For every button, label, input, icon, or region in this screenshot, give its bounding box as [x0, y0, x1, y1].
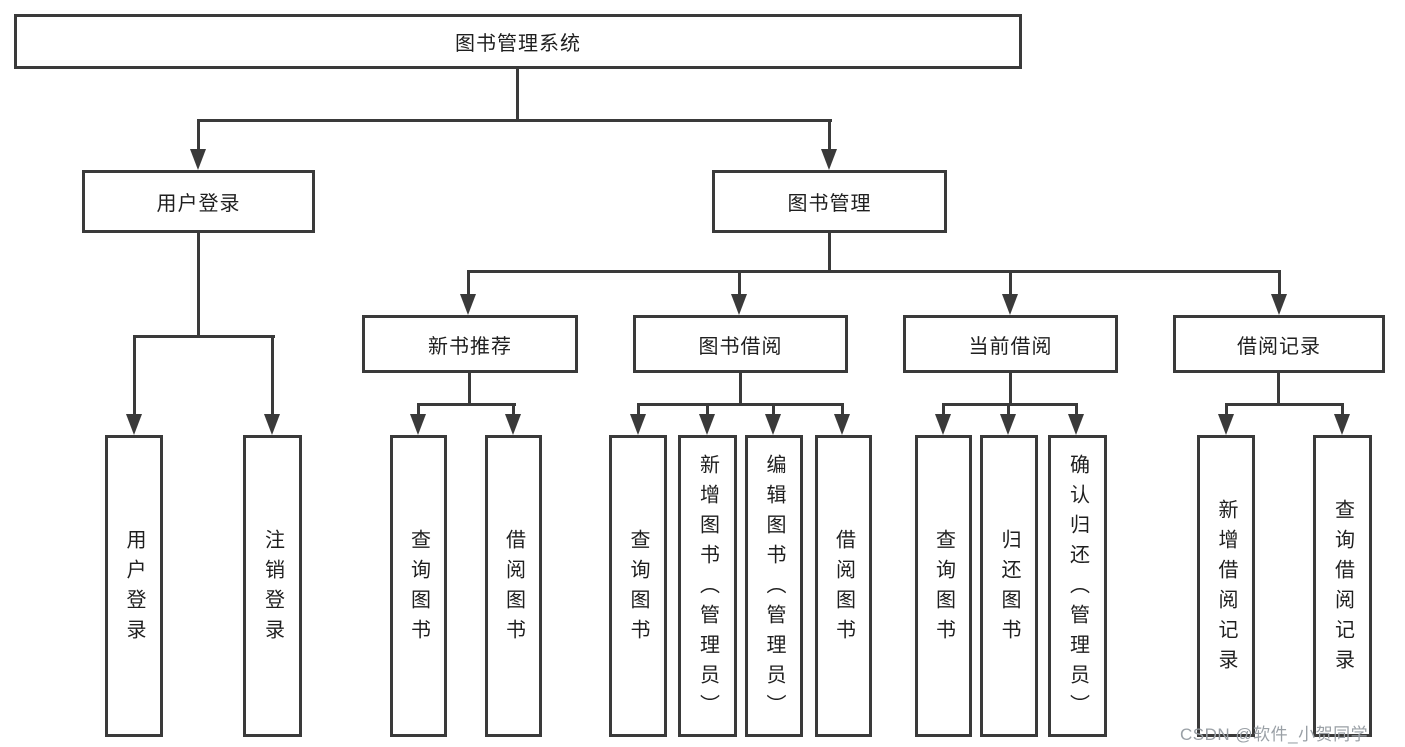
- arrow-book-management: [821, 149, 837, 170]
- connector-book-borrow-bus: [637, 403, 844, 406]
- connector-drop-c2: [706, 403, 709, 418]
- node-book-borrow: 图书借阅: [633, 315, 848, 373]
- leaf-borrow-books: 借阅图书: [815, 435, 872, 737]
- node-library-system: 图书管理系统: [14, 14, 1022, 69]
- leaf-query-borrow-record: 查询借阅记录: [1313, 435, 1372, 737]
- leaf-query-books-current: 查询图书: [915, 435, 972, 737]
- connector-drop-b1: [417, 403, 420, 418]
- arrow-b1: [410, 414, 426, 435]
- leaf-add-borrow-record: 新增借阅记录: [1197, 435, 1255, 737]
- node-book-management: 图书管理: [712, 170, 947, 233]
- connector-drop-c1: [637, 403, 640, 418]
- connector-drop-d3: [1075, 403, 1078, 418]
- leaf-add-books-admin: 新增图书（管理员）: [678, 435, 737, 737]
- leaf-logout: 注销登录: [243, 435, 302, 737]
- connector-borrow-records-stub: [1277, 373, 1280, 406]
- csdn-watermark: CSDN @软件_小贺同学: [1180, 725, 1369, 744]
- arrow-new-book: [460, 294, 476, 315]
- arrow-borrow-records: [1271, 294, 1287, 315]
- arrow-current-borrow: [1002, 294, 1018, 315]
- arrow-book-borrow: [731, 294, 747, 315]
- arrow-leaf-logout: [264, 414, 280, 435]
- leaf-edit-books-admin: 编辑图书（管理员）: [745, 435, 803, 737]
- leaf-query-books-recommend: 查询图书: [390, 435, 447, 737]
- connector-borrow-records-bus: [1225, 403, 1343, 406]
- leaf-user-login: 用户登录: [105, 435, 163, 737]
- arrow-c2: [699, 414, 715, 435]
- connector-book-borrow-stub: [739, 373, 742, 406]
- arrow-d3: [1068, 414, 1084, 435]
- connector-root-stub: [516, 68, 519, 121]
- arrow-b2: [505, 414, 521, 435]
- leaf-return-books: 归还图书: [980, 435, 1038, 737]
- connector-user-login-bus: [133, 335, 275, 338]
- connector-drop-new-book: [467, 270, 470, 297]
- connector-drop-b2: [512, 403, 515, 418]
- arrow-c4: [834, 414, 850, 435]
- arrow-user-login: [190, 149, 206, 170]
- arrow-c1: [630, 414, 646, 435]
- connector-book-management-bus: [467, 270, 1281, 273]
- node-borrow-records: 借阅记录: [1173, 315, 1385, 373]
- connector-drop-d1: [942, 403, 945, 418]
- connector-current-borrow-stub: [1009, 373, 1012, 406]
- connector-current-borrow-bus: [942, 403, 1078, 406]
- arrow-d2: [1000, 414, 1016, 435]
- connector-new-book-bus: [417, 403, 516, 406]
- connector-drop-leaf-logout: [271, 335, 274, 418]
- connector-drop-c3: [772, 403, 775, 418]
- leaf-confirm-return-admin: 确认归还（管理员）: [1048, 435, 1107, 737]
- arrow-e2: [1334, 414, 1350, 435]
- node-current-borrow: 当前借阅: [903, 315, 1118, 373]
- arrow-leaf-user-login: [126, 414, 142, 435]
- arrow-d1: [935, 414, 951, 435]
- connector-user-login-stub: [197, 233, 200, 338]
- leaf-query-books-borrow: 查询图书: [609, 435, 667, 737]
- node-user-login: 用户登录: [82, 170, 315, 233]
- connector-drop-leaf-user-login: [133, 335, 136, 418]
- connector-new-book-stub: [468, 373, 471, 406]
- connector-root-bus: [197, 119, 832, 122]
- connector-drop-book-borrow: [738, 270, 741, 297]
- connector-drop-borrow-records: [1278, 270, 1281, 297]
- connector-book-management-stub: [828, 233, 831, 273]
- connector-drop-book-management: [828, 119, 831, 153]
- leaf-borrow-books-recommend: 借阅图书: [485, 435, 542, 737]
- arrow-c3: [765, 414, 781, 435]
- connector-drop-user-login: [197, 119, 200, 153]
- connector-drop-e2: [1341, 403, 1344, 418]
- connector-drop-d2: [1007, 403, 1010, 418]
- connector-drop-c4: [841, 403, 844, 418]
- arrow-e1: [1218, 414, 1234, 435]
- connector-drop-current-borrow: [1009, 270, 1012, 297]
- node-new-book-recommend: 新书推荐: [362, 315, 578, 373]
- connector-drop-e1: [1225, 403, 1228, 418]
